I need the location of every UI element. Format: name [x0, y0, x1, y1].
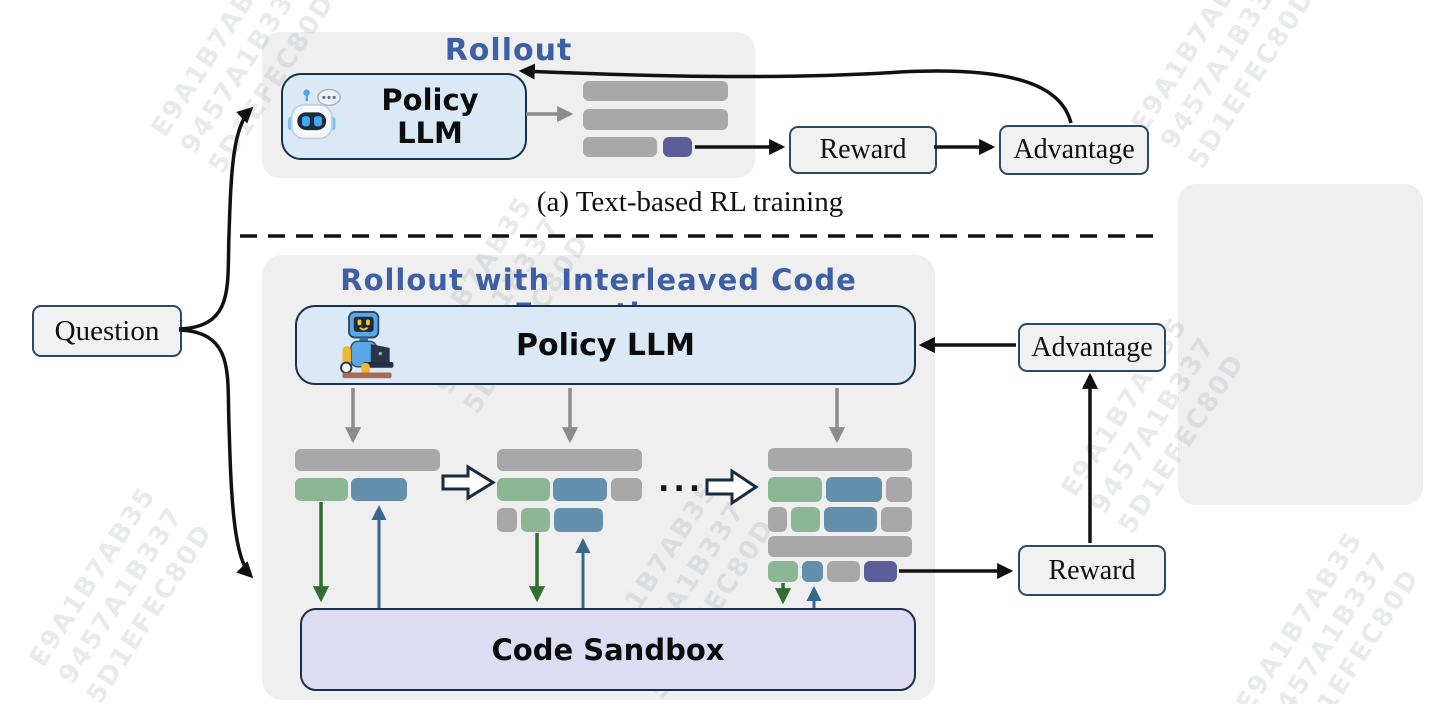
watermark-text: E9A1B7AB35 9457A1B337 5D1EFEC80D [23, 481, 219, 704]
advantage-node-bottom: Advantage [1018, 323, 1166, 372]
policy-top-label-line2: LLM [397, 115, 463, 150]
robot-chat-icon [287, 85, 343, 153]
token-bar-text [497, 508, 517, 532]
token-bar-text [295, 449, 440, 471]
token-bar-final [663, 137, 692, 157]
token-bar-text [583, 109, 728, 130]
watermark-text: E9A1B7AB35 9457A1B337 5D1EFEC80D [1230, 526, 1426, 704]
token-bar-feedback [824, 507, 877, 532]
token-bar-feedback [802, 561, 823, 582]
top-rollout-title: Rollout [444, 33, 573, 68]
token-bar-text [583, 137, 657, 157]
token-bar-code [497, 478, 550, 501]
ellipsis-dots: ... [658, 464, 705, 499]
reward-node-top: Reward [789, 126, 937, 174]
token-bar-text [881, 507, 912, 532]
question-to-top-arrow [178, 106, 254, 331]
policy-llm-node-top: Policy LLM [281, 73, 527, 160]
token-bar-text [497, 449, 642, 471]
token-bar-code [295, 478, 348, 501]
token-bar-feedback [554, 508, 603, 532]
legend-panel [1178, 184, 1423, 505]
policy-llm-node-bottom: Policy LLM [295, 305, 916, 385]
token-bar-feedback [553, 478, 607, 501]
reward-node-bottom: Reward [1018, 545, 1166, 596]
token-bar-text [583, 81, 728, 101]
token-bar-feedback [351, 478, 407, 501]
token-bar-code [768, 561, 798, 582]
token-bar-text [768, 448, 912, 471]
token-bar-code [768, 477, 822, 502]
token-bar-text [827, 561, 860, 582]
question-node: Question [32, 305, 182, 357]
token-bar-code [791, 507, 820, 532]
watermark-text: E9A1B7AB35 9457A1B337 5D1EFEC80D [1125, 0, 1321, 174]
token-bar-feedback [826, 477, 882, 502]
question-to-bottom-arrow [178, 328, 254, 579]
advantage-node-top: Advantage [999, 125, 1149, 175]
robot-laptop-icon [333, 310, 401, 390]
caption-a: (a) Text-based RL training [536, 186, 844, 218]
token-bar-text [768, 507, 787, 532]
token-bar-code [521, 508, 550, 532]
token-bar-text [611, 478, 642, 501]
token-bar-text [768, 536, 912, 557]
policy-top-label-line1: Policy [381, 83, 479, 118]
policy-bottom-label: Policy LLM [515, 327, 696, 363]
token-bar-final [864, 561, 897, 582]
token-bar-text [886, 477, 912, 502]
code-sandbox-node: Code Sandbox [300, 608, 916, 691]
